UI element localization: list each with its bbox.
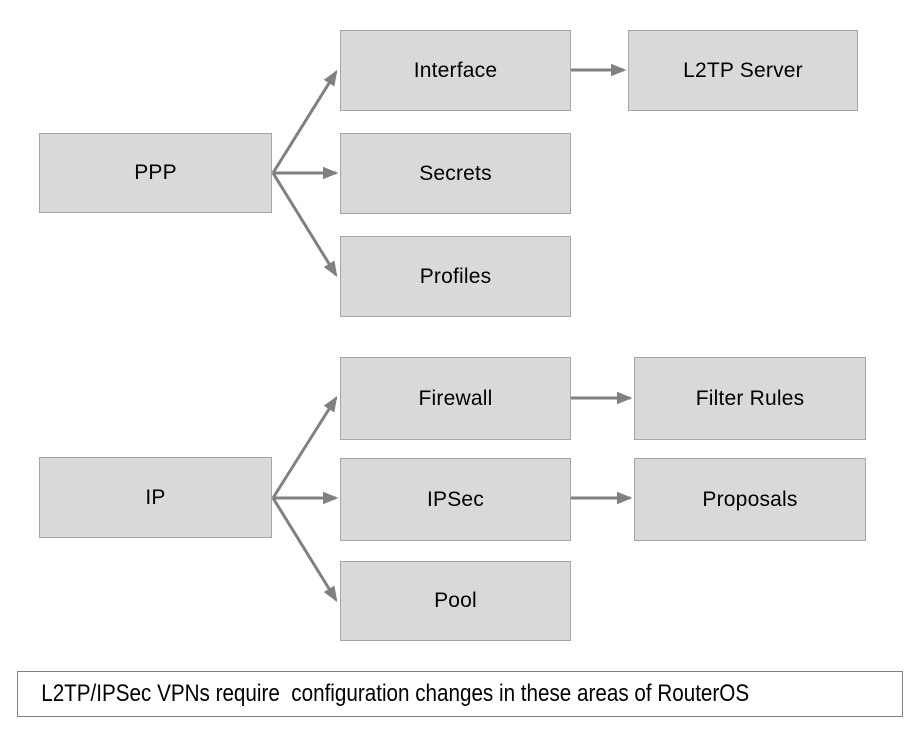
caption-text: L2TP/IPSec VPNs require configuration ch…: [41, 680, 750, 707]
node-secrets[interactable]: Secrets: [340, 133, 571, 214]
node-filter-rules[interactable]: Filter Rules: [634, 357, 866, 440]
node-pool[interactable]: Pool: [340, 561, 571, 641]
node-proposals[interactable]: Proposals: [634, 458, 866, 541]
node-ip-label: IP: [145, 485, 166, 509]
node-ppp-label: PPP: [134, 161, 177, 185]
node-ppp[interactable]: PPP: [39, 133, 272, 213]
node-pool-label: Pool: [434, 589, 477, 613]
node-l2tp-server[interactable]: L2TP Server: [628, 30, 858, 111]
node-firewall-label: Firewall: [418, 386, 493, 410]
node-secrets-label: Secrets: [419, 161, 492, 185]
node-interface-label: Interface: [413, 58, 498, 82]
edge-ip-to-firewall: [271, 395, 338, 499]
node-proposals-label: Proposals: [702, 487, 798, 511]
edge-ip-to-pool: [271, 497, 338, 603]
node-filter-rules-label: Filter Rules: [695, 386, 805, 410]
node-profiles-label: Profiles: [419, 264, 492, 288]
edge-ppp-to-interface: [271, 69, 338, 174]
node-ipsec[interactable]: IPSec: [340, 458, 571, 541]
node-firewall[interactable]: Firewall: [340, 357, 571, 440]
edge-ppp-to-profiles: [271, 172, 338, 278]
caption-box: L2TP/IPSec VPNs require configuration ch…: [17, 671, 903, 717]
node-ipsec-label: IPSec: [426, 487, 485, 511]
node-l2tp-server-label: L2TP Server: [683, 58, 803, 82]
node-interface[interactable]: Interface: [340, 30, 571, 111]
node-profiles[interactable]: Profiles: [340, 236, 571, 317]
node-ip[interactable]: IP: [39, 457, 272, 538]
